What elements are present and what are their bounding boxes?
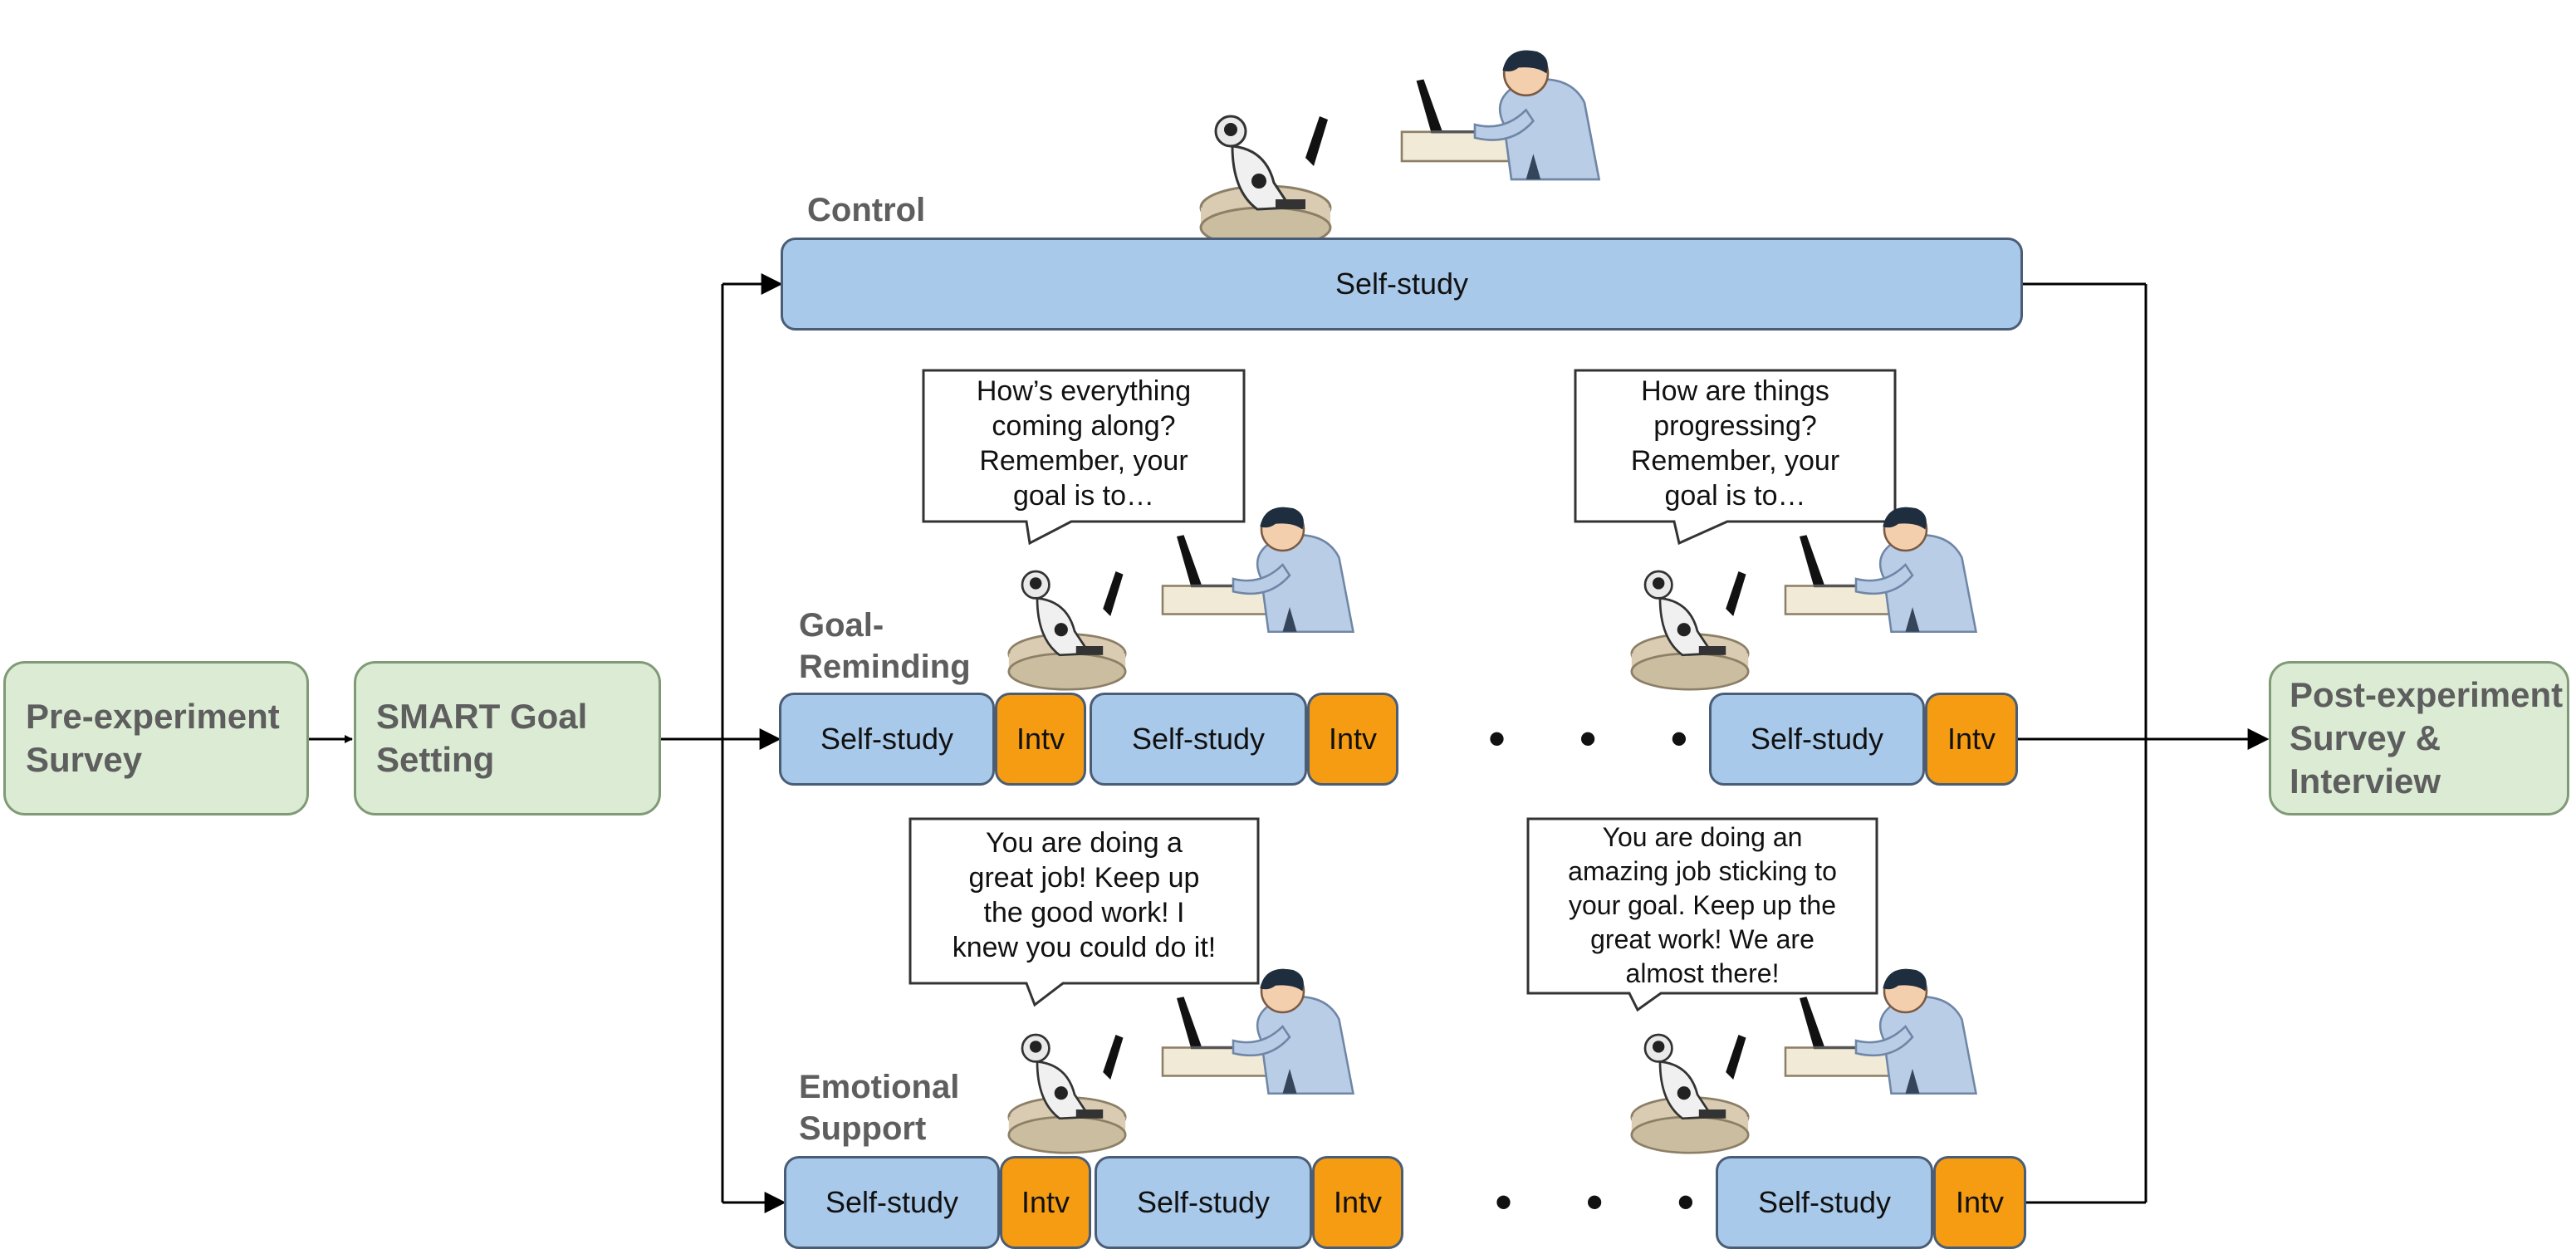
speech-bubble-goal-1-shape: [922, 369, 1246, 546]
speech-bubble-goal-2-shape: [1574, 369, 1897, 546]
control-self-study-block: Self-study: [781, 238, 2023, 331]
speech-bubble-emo-1: You are doing a great job! Keep up the g…: [952, 827, 1217, 963]
intv-label: Intv: [1328, 722, 1378, 756]
speech-bubble-emo-1-shape: [908, 817, 1260, 1007]
emo-self-study-block-2: Self-study: [1095, 1156, 1312, 1249]
self-study-label: Self-study: [1335, 267, 1469, 301]
pre-experiment-survey-label: Pre-experiment Survey: [26, 697, 280, 779]
intv-label: Intv: [1333, 1185, 1383, 1219]
self-study-label: Self-study: [1131, 722, 1266, 756]
robot-icon: [1007, 570, 1127, 691]
smart-goal-setting-box: SMART Goal Setting: [354, 661, 661, 816]
smart-goal-setting-label: SMART Goal Setting: [376, 697, 588, 779]
robot-icon: [1630, 570, 1750, 691]
goal-self-study-block-1: Self-study: [779, 693, 995, 786]
intv-label: Intv: [1021, 1185, 1070, 1219]
goal-intv-block-3: Intv: [1925, 693, 2018, 786]
emo-ellipsis: • • •: [1495, 1174, 1725, 1230]
robot-icon: [1199, 115, 1332, 249]
goal-self-study-block-2: Self-study: [1090, 693, 1307, 786]
post-experiment-label: Post-experiment Survey & Interview: [2290, 675, 2564, 801]
speech-bubble-emo-2: You are doing an amazing job sticking to…: [1568, 822, 1837, 988]
robot-icon: [1007, 1033, 1127, 1154]
intv-label: Intv: [1016, 722, 1065, 756]
emo-intv-block-2: Intv: [1312, 1156, 1403, 1249]
self-study-label: Self-study: [820, 722, 954, 756]
goal-intv-block-2: Intv: [1307, 693, 1398, 786]
speech-bubble-goal-2: How are things progressing? Remember, yo…: [1630, 375, 1840, 512]
post-experiment-box: Post-experiment Survey & Interview: [2269, 661, 2569, 816]
emo-intv-block-1: Intv: [1000, 1156, 1091, 1249]
person-at-laptop-icon: [1161, 506, 1354, 634]
person-at-laptop-icon: [1161, 967, 1354, 1095]
speech-bubble-emo-2-shape: [1526, 817, 1878, 1012]
intv-label: Intv: [1955, 1185, 2005, 1219]
goal-ellipsis: • • •: [1488, 711, 1718, 767]
emo-self-study-block-3: Self-study: [1716, 1156, 1933, 1249]
self-study-label: Self-study: [1750, 722, 1884, 756]
goal-self-study-block-3: Self-study: [1709, 693, 1925, 786]
pre-experiment-survey-box: Pre-experiment Survey: [3, 661, 309, 816]
intv-label: Intv: [1947, 722, 1996, 756]
self-study-label: Self-study: [1136, 1185, 1271, 1219]
condition-label-control: Control: [807, 192, 926, 228]
self-study-label: Self-study: [825, 1185, 959, 1219]
condition-label-goal-reminding: Goal- Reminding: [799, 607, 971, 685]
person-at-laptop-icon: [1400, 49, 1600, 181]
speech-bubble-goal-1: How’s everything coming along? Remember,…: [976, 375, 1192, 512]
emo-self-study-block-1: Self-study: [784, 1156, 1000, 1249]
person-at-laptop-icon: [1784, 506, 1977, 634]
robot-icon: [1630, 1033, 1750, 1154]
self-study-label: Self-study: [1757, 1185, 1892, 1219]
condition-label-emotional-support: Emotional Support: [799, 1069, 960, 1147]
emo-intv-block-3: Intv: [1933, 1156, 2026, 1249]
goal-intv-block-1: Intv: [995, 693, 1086, 786]
